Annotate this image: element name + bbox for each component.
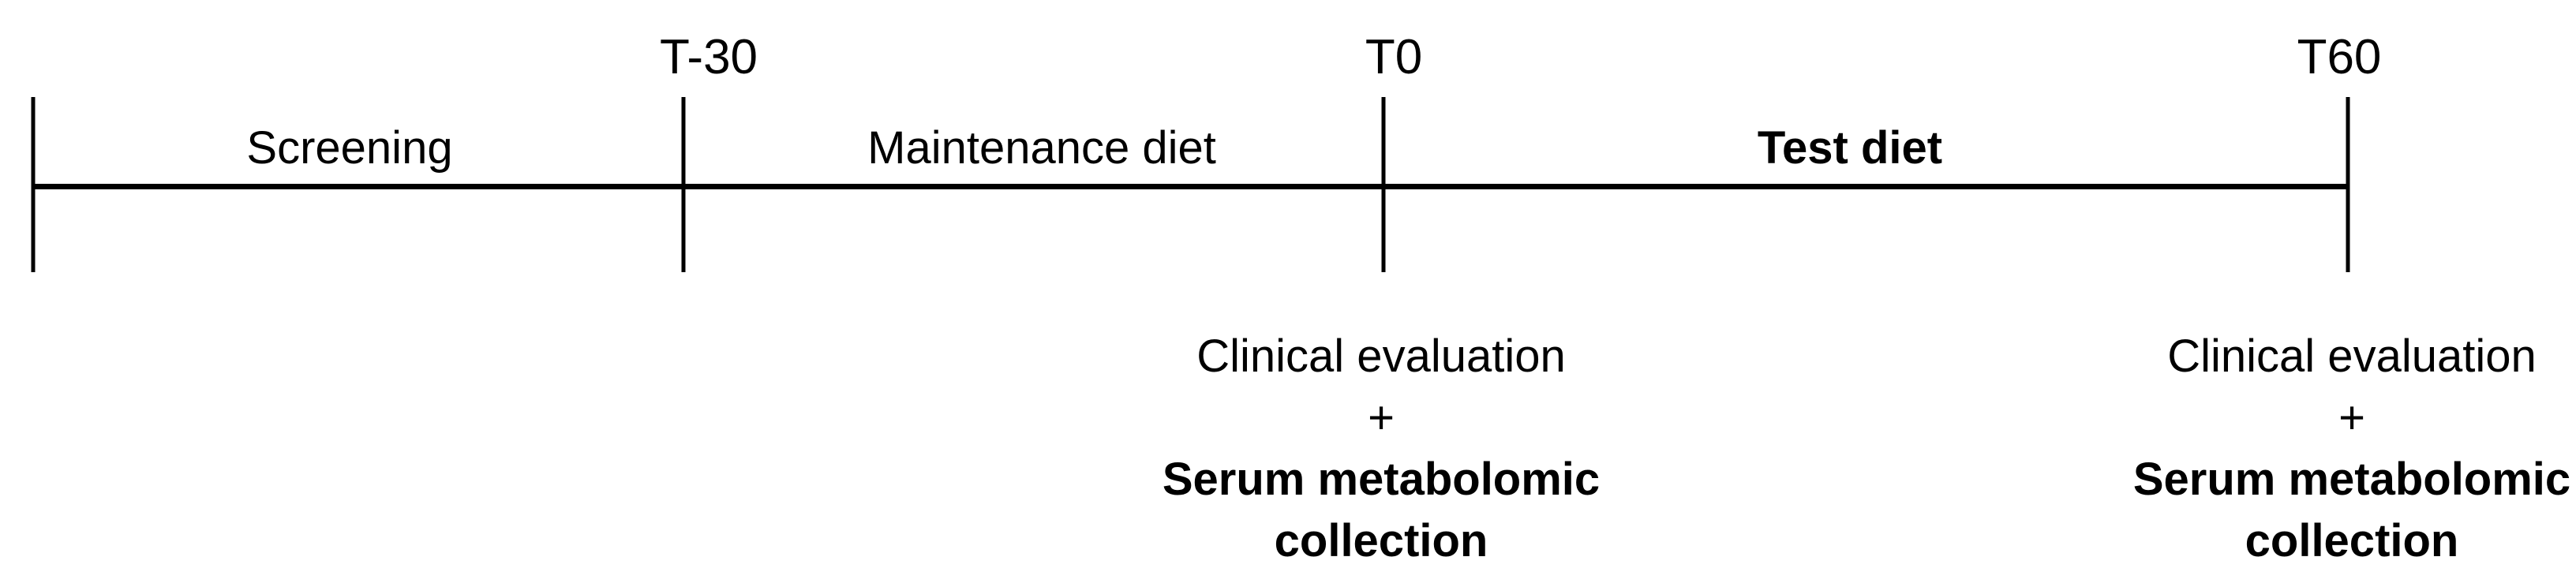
- phase-label-test-diet: Test diet: [1757, 122, 1943, 174]
- event-block-t0: Clinical evaluation + Serum metabolomic …: [1163, 326, 1600, 572]
- event-t0-collection: collection: [1274, 515, 1488, 566]
- event-t60-plus: +: [2338, 392, 2365, 443]
- event-t0-serum-metabolomic: Serum metabolomic: [1162, 454, 1601, 505]
- tick-t0: [1381, 97, 1386, 272]
- phase-label-screening: Screening: [246, 122, 453, 174]
- timepoint-label-t0: T0: [1365, 30, 1423, 84]
- tick-t60: [2346, 97, 2350, 272]
- timepoint-label-t-30: T-30: [659, 30, 758, 84]
- timepoint-label-t60: T60: [2297, 30, 2382, 84]
- tick-t-30: [681, 97, 686, 272]
- event-block-t60: Clinical evaluation + Serum metabolomic …: [2133, 326, 2570, 572]
- timeline-axis: [33, 184, 2348, 189]
- event-t60-clinical-evaluation: Clinical evaluation: [2167, 331, 2537, 382]
- phase-label-maintenance-diet: Maintenance diet: [867, 122, 1216, 174]
- event-t60-collection: collection: [2245, 515, 2459, 566]
- event-t60-serum-metabolomic: Serum metabolomic: [2132, 454, 2571, 505]
- event-t0-plus: +: [1368, 392, 1395, 443]
- event-t0-clinical-evaluation: Clinical evaluation: [1196, 331, 1566, 382]
- tick-start: [31, 97, 36, 272]
